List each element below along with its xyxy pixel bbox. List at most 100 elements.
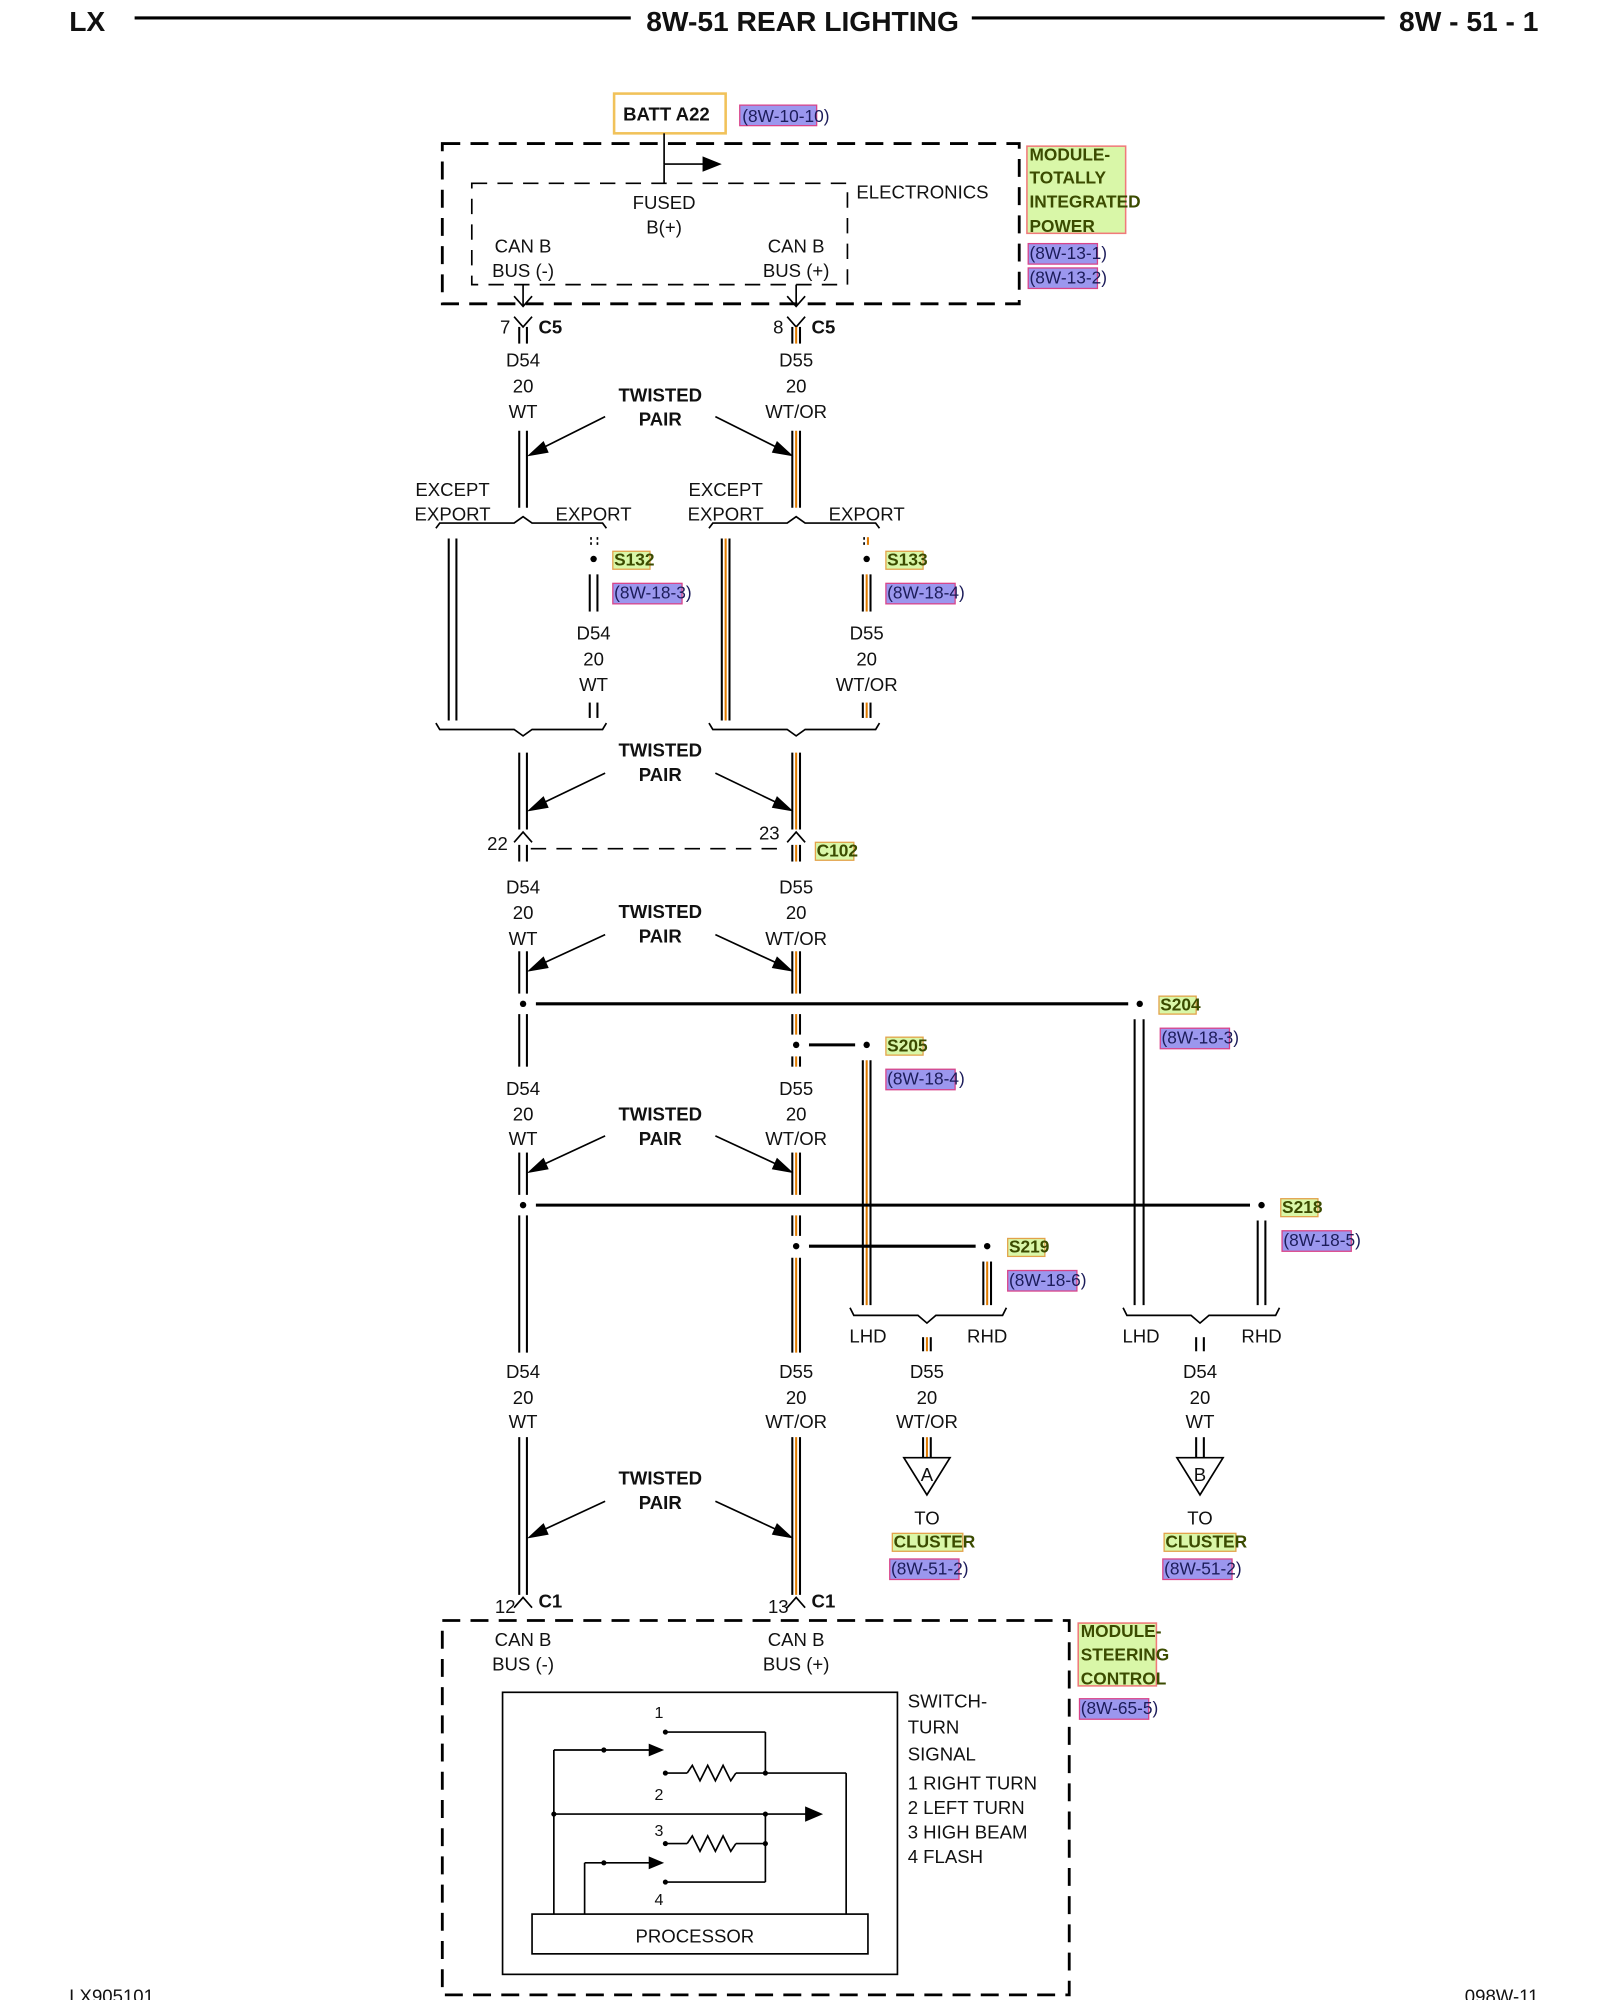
branch-export-left: EXPORT (556, 504, 632, 525)
wire-gauge-d55-d: 20 (786, 1104, 807, 1125)
wire-code-d55-e: D55 (779, 1361, 813, 1382)
fused-bplus-label: B(+) (646, 216, 682, 237)
branch-rhd-b: RHD (1241, 1325, 1281, 1346)
splice-s132-ref[interactable]: (8W-18-3) (614, 583, 692, 603)
wire-gauge-d54-e: 20 (513, 1387, 534, 1408)
wire-color-d55-d: WT/OR (765, 1128, 827, 1149)
wire-code-d55-d: D55 (779, 1078, 813, 1099)
wire-code-d54-a: D54 (506, 350, 540, 371)
branch-except-left-2: EXPORT (415, 504, 491, 525)
wire-code-d54-b: D54 (577, 623, 611, 644)
wire-code-d55-a: D55 (779, 350, 813, 371)
switch-label-3: SIGNAL (908, 1743, 976, 1764)
twisted-pair-2-b: PAIR (639, 764, 683, 785)
footer-left: LX905101 (69, 1986, 154, 2000)
sccm-ref[interactable]: (8W-65-5) (1081, 1698, 1159, 1718)
switch-function-2: 2 LEFT TURN (908, 1797, 1025, 1818)
splice-s218-name: S218 (1282, 1197, 1323, 1217)
tipm-name-3: INTEGRATED (1029, 192, 1140, 212)
twisted-pair-3-b: PAIR (639, 925, 683, 946)
splice-s204-ref[interactable]: (8W-18-3) (1162, 1028, 1240, 1048)
splice-s133-name: S133 (887, 549, 927, 569)
tipm-ref-1[interactable]: (8W-13-1) (1029, 243, 1107, 263)
wire-gauge-d54-c: 20 (513, 902, 534, 923)
fused-label: FUSED (633, 192, 696, 213)
twisted-pair-4-b: PAIR (639, 1128, 683, 1149)
tipm-name-1: MODULE- (1029, 144, 1110, 164)
cluster-a-ref[interactable]: (8W-51-2) (891, 1558, 969, 1578)
wire-code-d55-b: D55 (850, 623, 884, 644)
wire-gauge-d55-c: 20 (786, 902, 807, 923)
wire-code-d55-f: D55 (910, 1361, 944, 1382)
branch-rhd-a: RHD (967, 1325, 1007, 1346)
c5-right-conn: C5 (812, 316, 836, 337)
connector-c102: C102 (817, 840, 858, 860)
cluster-b-ref[interactable]: (8W-51-2) (1164, 1558, 1242, 1578)
cluster-a-connector (902, 1456, 952, 1497)
wire-code-d54-e: D54 (506, 1361, 540, 1382)
twisted-pair-4-a: TWISTED (618, 1104, 702, 1125)
header-left: LX (69, 5, 105, 37)
wire-code-d54-d: D54 (506, 1078, 540, 1099)
branch-lhd-b: LHD (1122, 1325, 1159, 1346)
tipm-name-2: TOTALLY (1029, 167, 1106, 187)
c1-right-conn: C1 (812, 1591, 836, 1612)
wire-color-d54-d: WT (509, 1128, 538, 1149)
wire-color-d55-b: WT/OR (836, 674, 898, 695)
wire-code-d54-c: D54 (506, 877, 540, 898)
splice-s218-ref[interactable]: (8W-18-5) (1283, 1230, 1361, 1250)
sccm-name-3: CONTROL (1081, 1669, 1167, 1689)
splice-s132-name: S132 (614, 549, 654, 569)
sccm-name-1: MODULE- (1081, 1621, 1162, 1641)
switch-label-2: TURN (908, 1716, 960, 1737)
sccm-can-plus-2: BUS (+) (763, 1654, 830, 1675)
tipm-can-plus-2: BUS (+) (763, 260, 830, 281)
wire-gauge-d55-a: 20 (786, 375, 807, 396)
tipm-can-minus-2: BUS (-) (492, 260, 554, 281)
splice-s204-name: S204 (1160, 994, 1201, 1014)
c1-left-conn: C1 (538, 1591, 562, 1612)
page-title: 8W-51 REAR LIGHTING (646, 5, 959, 37)
splice-s133-ref[interactable]: (8W-18-4) (887, 583, 965, 603)
twisted-pair-1-a: TWISTED (618, 384, 702, 405)
sccm-can-plus-1: CAN B (768, 1629, 825, 1650)
sccm-name-2: STEERING (1081, 1644, 1169, 1664)
wire-color-d55-e: WT/OR (765, 1411, 827, 1432)
turn-signal-switch-box (501, 1691, 899, 1976)
tipm-module-outline (440, 142, 1021, 306)
cluster-b-name: CLUSTER (1165, 1531, 1247, 1551)
splice-s205-ref[interactable]: (8W-18-4) (887, 1069, 965, 1089)
electronics-label: ELECTRONICS (856, 182, 988, 203)
switch-position-3: 3 (655, 1822, 664, 1840)
cluster-b-to: TO (1187, 1507, 1212, 1528)
switch-function-3: 3 HIGH BEAM (908, 1821, 1028, 1842)
wire-code-d55-c: D55 (779, 877, 813, 898)
switch-label-1: SWITCH- (908, 1691, 987, 1712)
wire-color-d55-f: WT/OR (896, 1411, 958, 1432)
wire-code-d54-f: D54 (1183, 1361, 1217, 1382)
battery-label: BATT A22 (623, 104, 710, 125)
wire-color-d54-f: WT (1186, 1411, 1215, 1432)
twisted-pair-1-b: PAIR (639, 409, 683, 430)
wire-color-d55-a: WT/OR (765, 401, 827, 422)
c1-right-pin: 13 (768, 1596, 789, 1617)
switch-position-4: 4 (655, 1891, 664, 1909)
wire-color-d55-c: WT/OR (765, 928, 827, 949)
tipm-ref-2[interactable]: (8W-13-2) (1029, 267, 1107, 287)
battery-ref[interactable]: (8W-10-10) (742, 106, 829, 126)
wire-gauge-d55-f: 20 (917, 1387, 938, 1408)
switch-position-1: 1 (655, 1704, 664, 1722)
wire-color-d54-a: WT (509, 401, 538, 422)
tipm-name-4: POWER (1029, 216, 1095, 236)
c5-left-conn: C5 (538, 316, 562, 337)
sccm-can-minus-1: CAN B (495, 1629, 552, 1650)
sccm-module-outline (440, 1619, 1071, 1997)
splice-s219-name: S219 (1009, 1237, 1049, 1257)
wire-color-d54-c: WT (509, 928, 538, 949)
branch-export-right: EXPORT (829, 504, 905, 525)
twisted-pair-2-a: TWISTED (618, 739, 702, 760)
header-page-number: 8W - 51 - 1 (1399, 5, 1538, 37)
splice-s219-ref[interactable]: (8W-18-6) (1009, 1270, 1087, 1290)
